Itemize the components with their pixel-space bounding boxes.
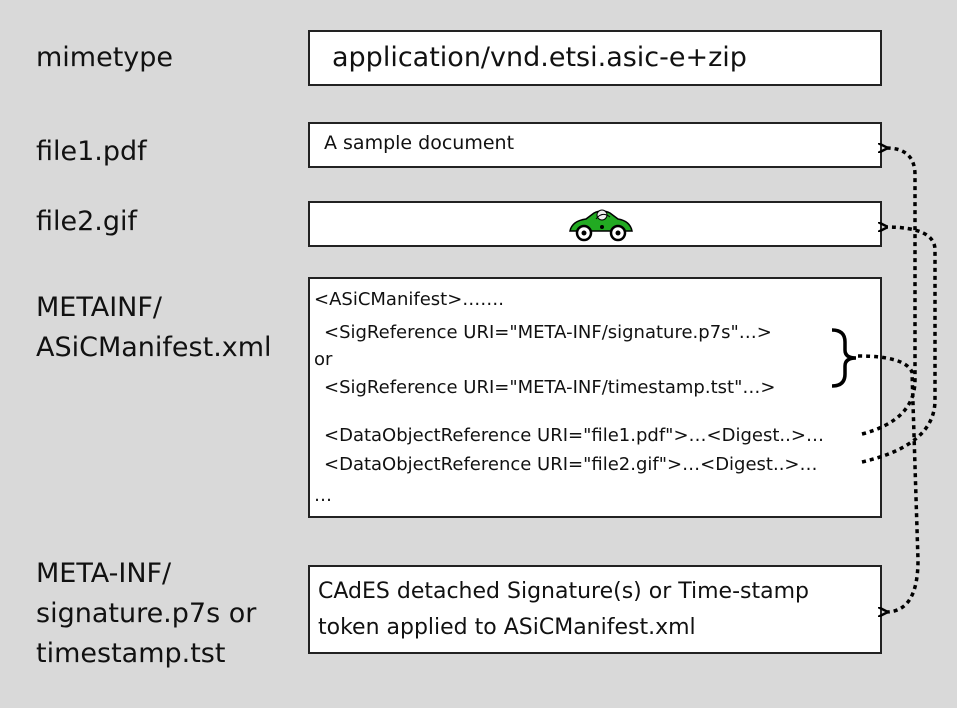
mimetype-value: application/vnd.etsi.asic-e+zip xyxy=(332,42,747,73)
signature-line-1: CAdES detached Signature(s) or Time-stam… xyxy=(318,579,809,604)
label-manifest: METAINF/ ASiCManifest.xml xyxy=(36,292,272,363)
manifest-box: <ASiCManifest>……. <SigReference URI="MET… xyxy=(308,277,882,518)
manifest-line-dataobj-file1: <DataObjectReference URI="file1.pdf">…<D… xyxy=(324,425,824,446)
signature-box: CAdES detached Signature(s) or Time-stam… xyxy=(308,565,882,654)
label-file1: file1.pdf xyxy=(36,136,147,167)
signature-line-2: token applied to ASiCManifest.xml xyxy=(318,615,696,640)
mimetype-box: application/vnd.etsi.asic-e+zip xyxy=(308,30,882,86)
manifest-line-sigref-timestamp: <SigReference URI="META-INF/timestamp.ts… xyxy=(324,377,776,398)
file1-box: A sample document xyxy=(308,122,882,168)
manifest-line-sigref-signature: <SigReference URI="META-INF/signature.p7… xyxy=(324,322,772,343)
label-signature: META-INF/ signature.p7s or timestamp.tst xyxy=(36,558,257,669)
green-car-icon xyxy=(569,209,633,242)
file1-content: A sample document xyxy=(324,132,515,154)
manifest-line-ellipsis: … xyxy=(314,485,332,506)
file2-box xyxy=(308,201,882,247)
manifest-line-or: or xyxy=(314,349,333,370)
manifest-line-dataobj-file2: <DataObjectReference URI="file2.gif">…<D… xyxy=(324,454,818,475)
label-file2: file2.gif xyxy=(36,206,138,237)
manifest-line-root: <ASiCManifest>……. xyxy=(314,289,505,310)
label-mimetype: mimetype xyxy=(36,42,174,73)
